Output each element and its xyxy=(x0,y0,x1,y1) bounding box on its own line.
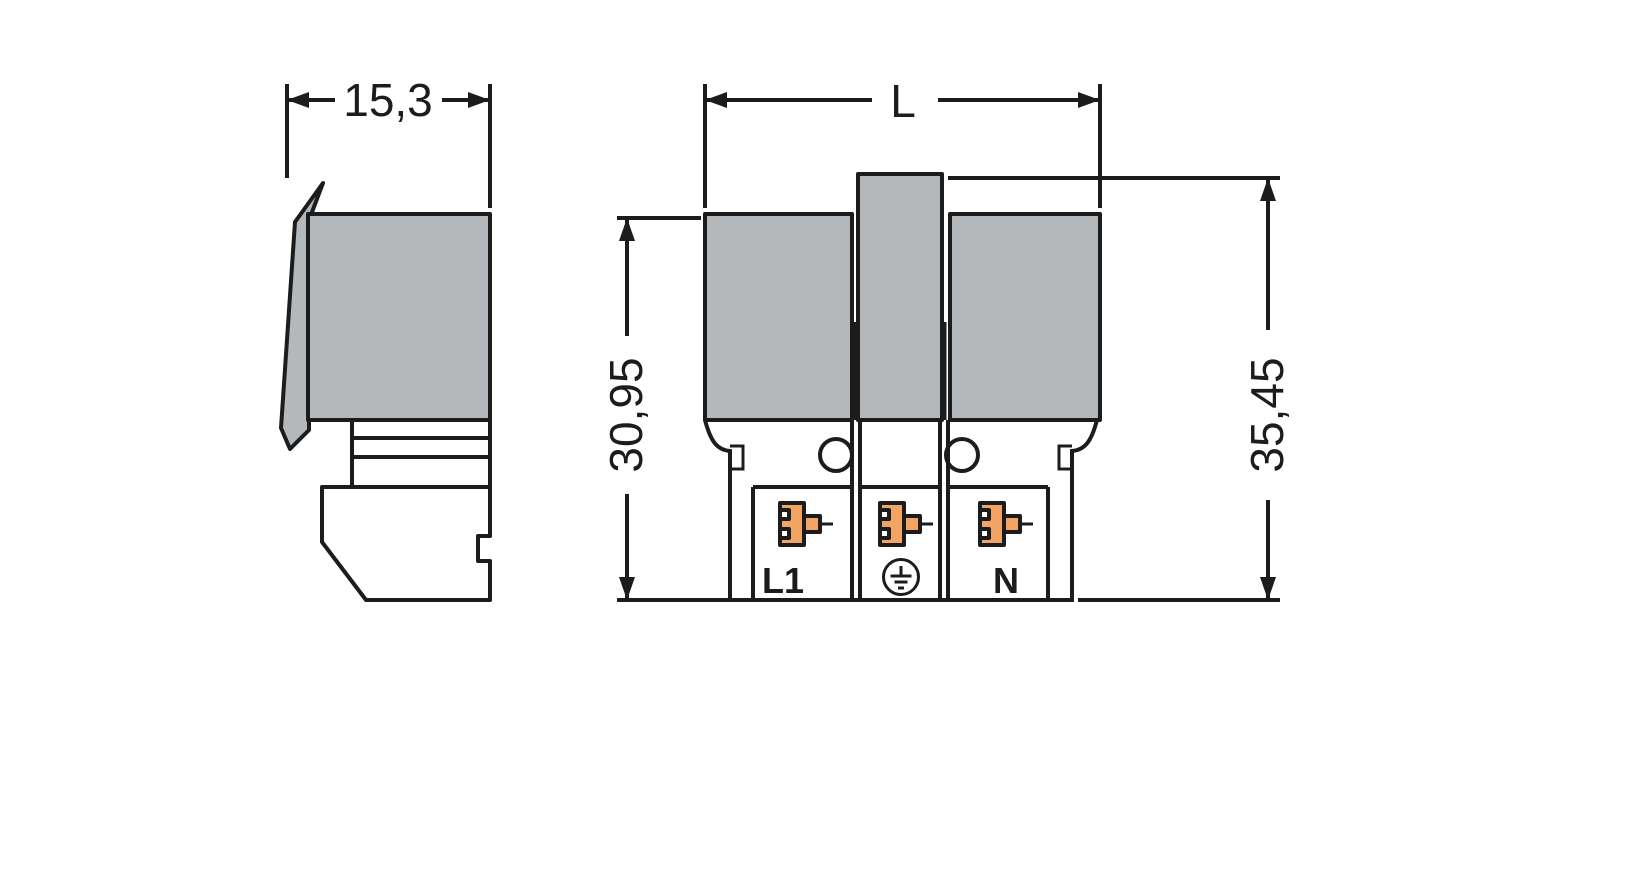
terminal-label-n: N xyxy=(993,560,1019,601)
side-view: 15,3 xyxy=(279,74,492,602)
clamp-notch-bottom xyxy=(978,527,991,540)
side-notch-left xyxy=(730,444,745,471)
side-lower-section xyxy=(320,485,492,602)
arrowhead-bottom-icon xyxy=(1260,577,1276,600)
protective-earth-icon xyxy=(882,558,920,596)
right-housing-block xyxy=(948,212,1102,422)
earth-circle xyxy=(882,558,920,596)
body-height-label: 30,95 xyxy=(600,357,652,472)
side-notch-right xyxy=(1057,444,1072,471)
length-dimension: L xyxy=(703,75,1102,208)
side-width-label: 15,3 xyxy=(343,74,433,126)
clamp-contact xyxy=(902,514,922,534)
clamp-notch-top xyxy=(978,508,991,521)
side-mid-section xyxy=(350,418,492,489)
spring-clamp-right xyxy=(978,501,1033,547)
clamp-notch-bottom xyxy=(778,527,791,540)
clamp-notch-top xyxy=(878,508,891,521)
mounting-hole-left xyxy=(818,437,854,473)
center-coding-tab xyxy=(856,172,944,422)
clamp-notch-bottom xyxy=(878,527,891,540)
total-height-dimension: 35,45 xyxy=(948,176,1293,602)
front-view: L xyxy=(600,75,1293,602)
arrowhead-top-icon xyxy=(619,218,635,241)
left-housing-block xyxy=(703,212,854,422)
terminal-label-l1: L1 xyxy=(762,560,804,601)
clamp-notch-top xyxy=(778,508,791,521)
lower-housing-outline xyxy=(703,419,1099,602)
arrowhead-right-icon xyxy=(1078,92,1100,108)
arrowhead-left-icon xyxy=(705,92,727,108)
length-label: L xyxy=(890,75,916,127)
arrowhead-left-icon xyxy=(287,92,309,108)
side-width-dimension: 15,3 xyxy=(285,74,492,208)
body-height-dimension: 30,95 xyxy=(600,216,730,602)
clamp-contact xyxy=(802,514,822,534)
arrowhead-bottom-icon xyxy=(619,577,635,600)
total-height-label: 35,45 xyxy=(1241,357,1293,472)
mounting-hole-right xyxy=(944,437,980,473)
side-body xyxy=(306,212,492,422)
arrowhead-right-icon xyxy=(468,92,490,108)
arrowhead-top-icon xyxy=(1260,178,1276,201)
spring-clamp-center xyxy=(878,501,933,547)
clamp-contact xyxy=(1002,514,1022,534)
spring-clamp-left xyxy=(778,501,833,547)
